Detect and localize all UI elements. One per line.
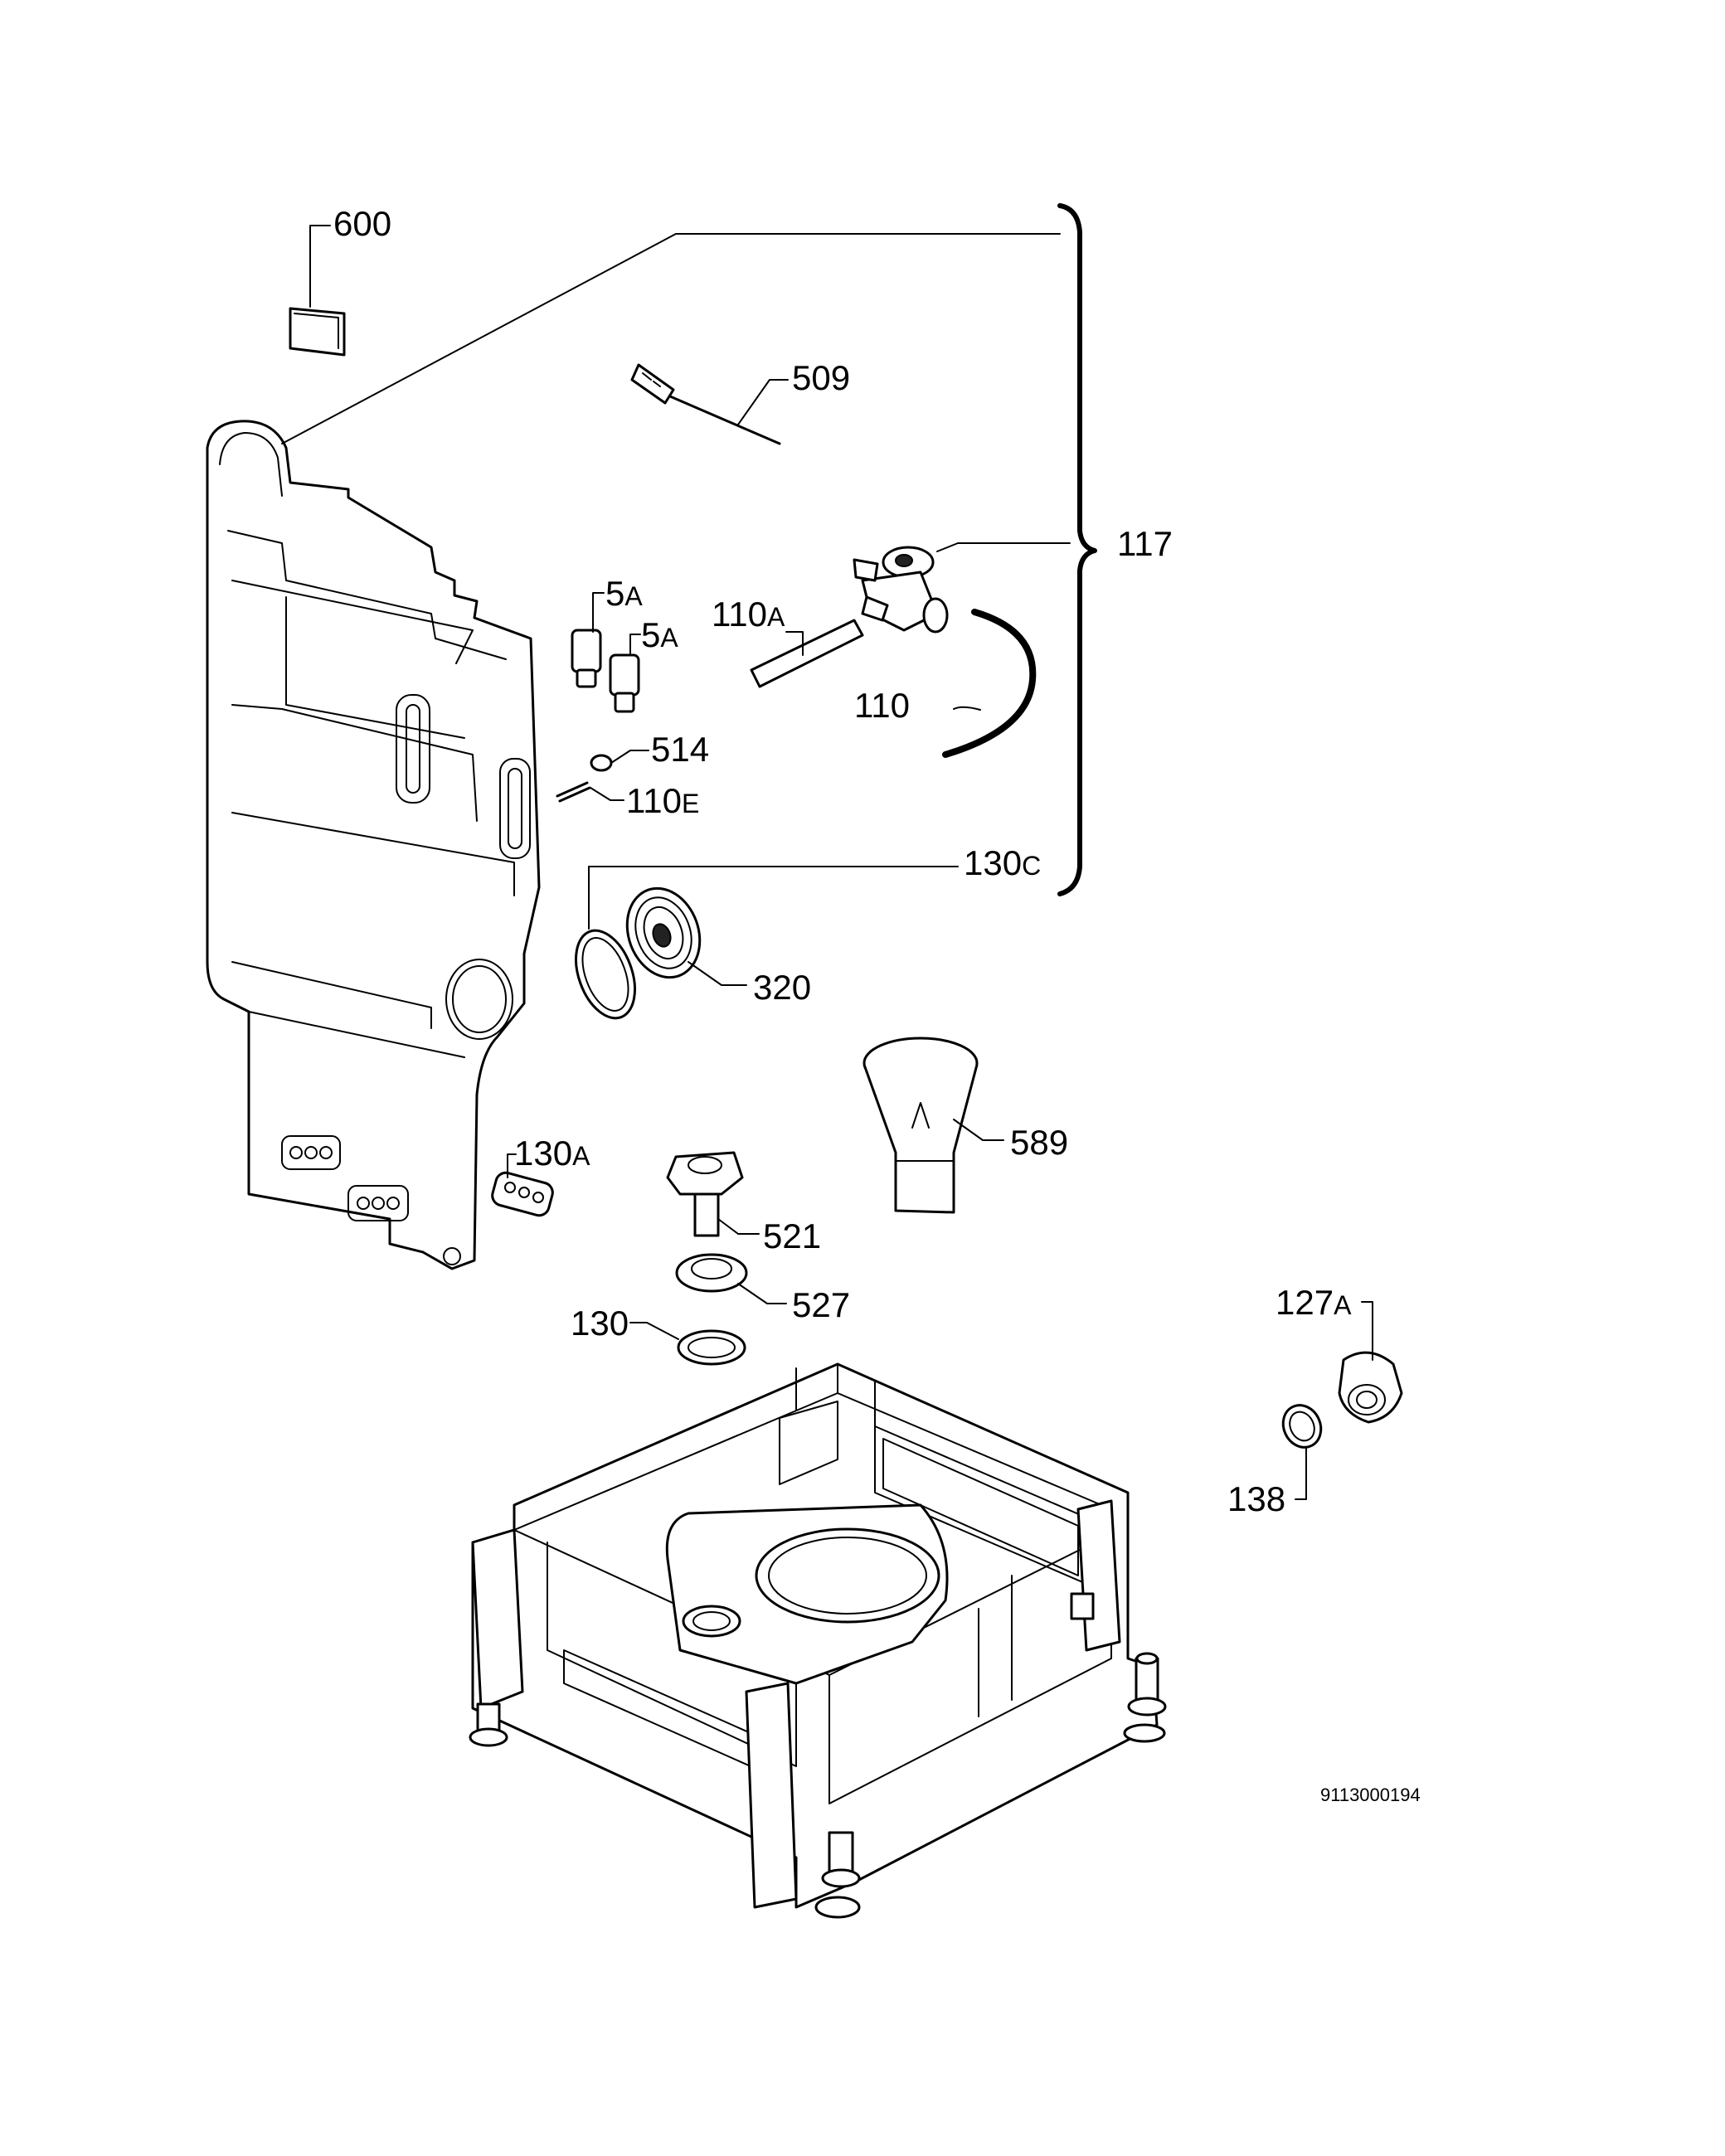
part-5a-left (571, 592, 605, 688)
part-527-nut (675, 1253, 787, 1304)
label-600: 600 (333, 204, 391, 243)
part-521 (666, 1151, 760, 1237)
part-138-clamp (1281, 1404, 1323, 1500)
part-130-ring (629, 1322, 746, 1366)
part-514 (590, 750, 649, 772)
label-127a: 127A (1276, 1283, 1352, 1322)
part-509 (630, 363, 789, 445)
label-5a-2: 5A (641, 615, 678, 654)
part-589-funnel (862, 1037, 1004, 1214)
part-320 (625, 886, 747, 986)
label-521: 521 (763, 1216, 821, 1255)
label-589: 589 (1010, 1123, 1068, 1162)
label-527: 527 (792, 1285, 850, 1324)
label-130: 130 (571, 1304, 629, 1343)
base-frame (469, 1362, 1167, 1919)
part-110-hose (942, 609, 1037, 758)
label-110e: 110E (626, 781, 699, 820)
label-138: 138 (1227, 1479, 1285, 1518)
label-130c: 130C (964, 843, 1041, 882)
label-5a-1: 5A (605, 574, 643, 613)
part-5a-right (609, 634, 641, 713)
part-117-valve (853, 542, 1071, 634)
label-110: 110 (854, 686, 910, 725)
part-600 (289, 225, 346, 357)
label-130a: 130A (514, 1134, 590, 1173)
part-130c-ring (575, 866, 959, 1020)
bracket-117 (1057, 203, 1097, 896)
part-127a (1338, 1301, 1403, 1424)
label-117: 117 (1117, 524, 1173, 563)
side-panel (206, 420, 541, 1270)
label-110a: 110A (712, 595, 785, 634)
label-514: 514 (651, 730, 709, 769)
label-509: 509 (792, 358, 850, 397)
part-110e (556, 781, 624, 803)
part-130a (491, 1153, 554, 1217)
part-110a-tube (750, 619, 864, 688)
drawing-code: 9113000194 (1320, 1785, 1421, 1805)
label-320: 320 (753, 968, 811, 1007)
